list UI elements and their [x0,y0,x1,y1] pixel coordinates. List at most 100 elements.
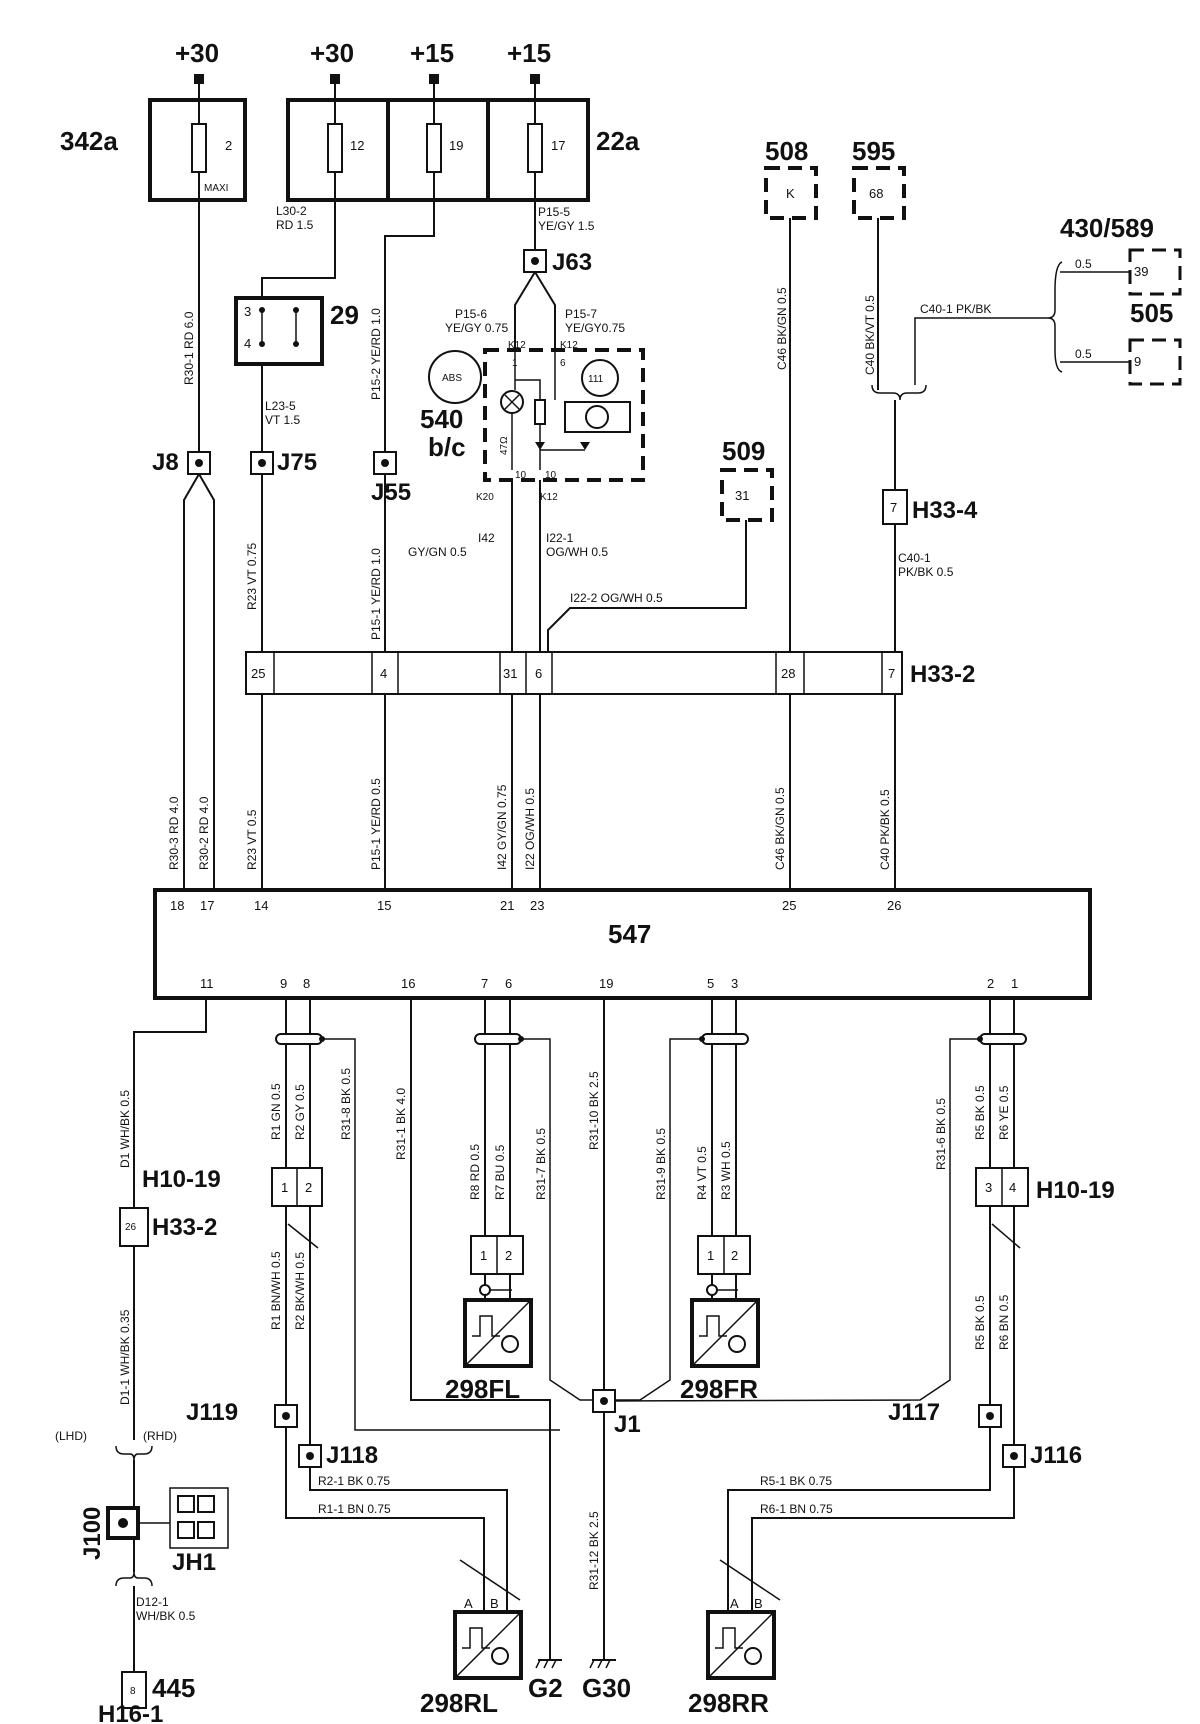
abs-pin-k20: K20 [476,492,494,503]
component-430-label: 430/589 [1060,213,1154,243]
resistor-value: 47Ω [499,436,510,455]
h33-2-low-label: H33-2 [152,1214,217,1241]
h33-2-pin-4: 4 [380,666,387,681]
wire-i22-1-label: I22-1 [546,531,574,545]
h33-2-pin-25: 25 [251,666,265,681]
junction-j117-label: J117 [888,1399,940,1426]
wire-l30-2-label: L30-2 [276,204,307,218]
wire-p15-6-spec: YE/GY 0.75 [445,321,508,335]
abs-pin-10b: 10 [545,470,557,481]
fuse-box-342a: 342a 2 MAXI [60,98,247,202]
abs-symbol-text: ABS [442,373,462,384]
lhd-label: (LHD) [55,1429,87,1443]
h33-2-pin-7: 7 [888,666,895,681]
twisted-pair-icon [275,1033,323,1045]
wire-l30-2-spec: RD 1.5 [276,218,314,232]
ecu-pin-23: 23 [530,898,544,913]
wire-c40-1b-label: C40-1 [898,551,931,565]
wire-r1-label: R1 GN 0.5 [269,1083,283,1140]
ecu-pin-25: 25 [782,898,796,913]
sensor-rr-label: 298RR [688,1688,769,1718]
diode-icon [580,442,590,450]
h10-19-left-pin-2: 2 [305,1180,312,1195]
wire-p15-5-spec: YE/GY 1.5 [538,219,595,233]
wire-p15-1-low-label: P15-1 YE/RD 0.5 [369,778,383,870]
wire-r5-low-label: R5 BK 0.5 [973,1295,987,1350]
abs-pin-6: 6 [560,358,566,369]
sensor-rl-pin-b: B [490,1596,499,1611]
junction-j100-label: J100 [79,1507,106,1560]
wheel-sensor-298fr: 298FR [680,1298,760,1404]
wire-r31-1-label: R31-1 BK 4.0 [394,1088,408,1160]
junction-j1-label: J1 [614,1411,641,1438]
junction-j100: J100 JH1 D12-1 WH/BK 0.5 [79,1487,229,1672]
component-508-label: 508 [765,136,808,166]
component-595-pin: 68 [869,186,883,201]
junction-j63: J63 P15-6 YE/GY 0.75 P15-7 YE/GY0.75 [445,249,625,350]
ground-g30-label: G30 [582,1673,631,1703]
junction-j63-label: J63 [552,249,592,276]
connector-h33-4-pin: 7 [890,500,897,515]
component-508-pin: K [786,186,795,201]
component-505-pin: 9 [1134,354,1141,369]
wire-r2-label: R2 GY 0.5 [293,1084,307,1140]
ecu-pin-26: 26 [887,898,901,913]
resistor-icon [534,399,546,425]
ecu-pin-6: 6 [505,976,512,991]
relay-29-frame [234,296,324,366]
rhd-label: (RHD) [143,1429,177,1443]
wheel-sensor-298rr: A B 298RR [688,1559,781,1718]
control-module-547: 547 18 17 14 15 21 23 25 26 11 9 8 16 7 … [153,888,1092,1000]
wire-r31-7-label: R31-7 BK 0.5 [534,1128,548,1200]
wire-p15-1-top-label: P15-1 YE/RD 1.0 [369,548,383,640]
ecu-pin-9: 9 [280,976,287,991]
abs-pin-10a: 10 [515,470,527,481]
sensor-rl-label: 298RL [420,1688,498,1718]
wire-p15-5-label: P15-5 [538,205,570,219]
sensor-fl-pin-2: 2 [505,1248,512,1263]
ecu-pin-14: 14 [254,898,268,913]
wire-i22-2-label: I22-2 OG/WH 0.5 [570,591,663,605]
wire-c46-low-label: C46 BK/GN 0.5 [773,787,787,870]
junction-j119: J119 R1-1 BN 0.75 [186,1399,485,1610]
component-505-label: 505 [1130,298,1173,328]
fuse-icon [327,123,343,173]
wire-r23-top-label: R23 VT 0.75 [245,543,259,610]
component-509-label: 509 [722,436,765,466]
wire-r2-low-label: R2 BK/WH 0.5 [293,1252,307,1330]
gear-icon [744,1647,762,1665]
wire-p15-2-label: P15-2 YE/RD 1.0 [369,308,383,400]
sensor-fr-label: 298FR [680,1374,758,1404]
fuse-box-22a: 12 19 17 22a [286,98,640,202]
component-505-frame [1128,338,1182,386]
relay-29-label: 29 [330,300,359,330]
ecu-pin-8: 8 [303,976,310,991]
junction-j75: J75 R23 VT 0.75 [245,449,317,652]
wire-p15-7-label: P15-7 [565,307,597,321]
wire-r30-3-label: R30-3 RD 4.0 [167,796,181,870]
wire-c40-1b-spec: PK/BK 0.5 [898,565,954,579]
abs-module-sub: b/c [428,432,466,462]
gear-icon [501,1335,519,1353]
h33-2-pin-28: 28 [781,666,795,681]
abs-pin-111: 111 [588,374,604,385]
component-595-frame [852,166,906,220]
ecu-pin-17: 17 [200,898,214,913]
h10-19-left-pin-1: 1 [281,1180,288,1195]
relay-pin-4: 4 [244,336,251,351]
connector-h33-2-frame [245,651,903,695]
wire-r30-1-label: R30-1 RD 6.0 [182,311,196,385]
abs-warning-module-540: ABS 540 b/c K12 1 K12 6 47Ω 111 10 10 K2… [408,340,645,652]
junction-j55: J55 P15-1 YE/RD 1.0 [369,451,411,652]
fuse-17-number: 17 [551,138,565,153]
component-430-frame [1128,248,1182,296]
wire-r1-low-label: R1 BN/WH 0.5 [269,1251,283,1330]
control-module-547-label: 547 [608,919,651,949]
wire-r8-label: R8 RD 0.5 [468,1144,482,1200]
supply-15-a: +15 [410,38,454,68]
component-430-pin: 39 [1134,264,1148,279]
twisted-pair-icon [979,1033,1027,1045]
wire-d12-1-label: D12-1 [136,1595,169,1609]
fuse-19-number: 19 [449,138,463,153]
